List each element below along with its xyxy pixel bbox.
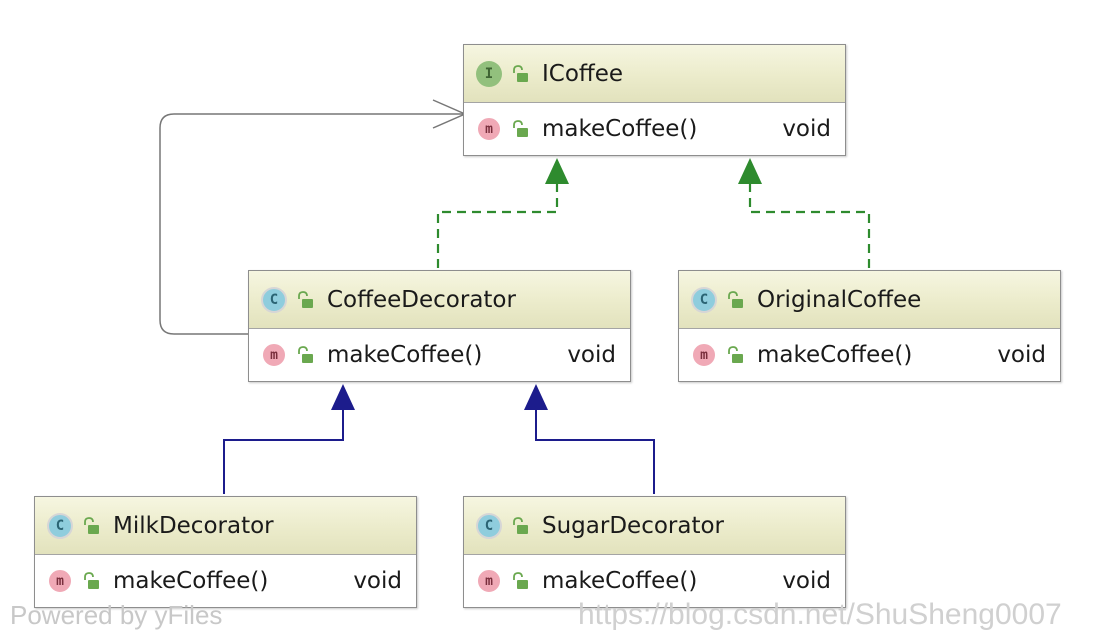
- sugardecorator-method-return-type: void: [782, 568, 831, 594]
- powered-by-watermark: Powered by yFiles: [10, 600, 223, 630]
- class-badge-icon: C: [261, 286, 287, 313]
- milkdecorator-method-row[interactable]: m makeCoffee() void: [35, 555, 416, 607]
- originalcoffee-method-row[interactable]: m makeCoffee() void: [679, 329, 1060, 381]
- realization-edge-coffeedecorator-to-icoffee: [436, 184, 559, 268]
- public-lock-icon: [298, 346, 313, 363]
- icoffee-name: ICoffee: [542, 60, 624, 87]
- method-badge-icon: m: [47, 568, 73, 594]
- sugardecorator-method-signature: makeCoffee(): [542, 568, 698, 594]
- method-badge-icon: m: [476, 116, 502, 142]
- coffeedecorator-class-node[interactable]: C CoffeeDecorator m makeCoffee() void: [248, 270, 631, 382]
- originalcoffee-method-signature: makeCoffee(): [757, 342, 913, 368]
- icoffee-method-row[interactable]: m makeCoffee() void: [464, 103, 845, 155]
- icoffee-method-return-type: void: [782, 116, 831, 142]
- public-lock-icon: [728, 290, 743, 308]
- public-lock-icon: [728, 346, 743, 363]
- association-edge-coffeedecorator-to-icoffee: [159, 113, 463, 335]
- interface-badge-icon: I: [476, 60, 502, 87]
- public-lock-icon: [84, 516, 99, 534]
- icoffee-header: I ICoffee: [464, 45, 845, 103]
- realization-edge-originalcoffee-to-icoffee: [748, 184, 871, 268]
- milkdecorator-name: MilkDecorator: [113, 512, 274, 539]
- originalcoffee-method-return-type: void: [997, 342, 1046, 368]
- class-badge-icon: C: [691, 286, 717, 313]
- sugardecorator-name: SugarDecorator: [542, 512, 725, 539]
- realization-arrowhead-left: [545, 158, 569, 184]
- milkdecorator-header: C MilkDecorator: [35, 497, 416, 555]
- originalcoffee-name: OriginalCoffee: [757, 286, 922, 313]
- method-badge-icon: m: [476, 568, 502, 594]
- inheritance-edge-sugardecorator-to-coffeedecorator: [535, 410, 655, 494]
- public-lock-icon: [513, 64, 528, 82]
- public-lock-icon: [298, 290, 313, 308]
- icoffee-method-signature: makeCoffee(): [542, 116, 698, 142]
- originalcoffee-header: C OriginalCoffee: [679, 271, 1060, 329]
- public-lock-icon: [513, 572, 528, 589]
- coffeedecorator-name: CoffeeDecorator: [327, 286, 516, 313]
- method-badge-icon: m: [261, 342, 287, 368]
- method-badge-icon: m: [691, 342, 717, 368]
- sugardecorator-header: C SugarDecorator: [464, 497, 845, 555]
- coffeedecorator-method-signature: makeCoffee(): [327, 342, 483, 368]
- inheritance-arrowhead-right: [524, 384, 548, 410]
- class-badge-icon: C: [47, 512, 73, 539]
- realization-arrowhead-right: [738, 158, 762, 184]
- milkdecorator-method-return-type: void: [353, 568, 402, 594]
- coffeedecorator-method-row[interactable]: m makeCoffee() void: [249, 329, 630, 381]
- coffeedecorator-method-return-type: void: [567, 342, 616, 368]
- public-lock-icon: [513, 120, 528, 137]
- sugardecorator-method-row[interactable]: m makeCoffee() void: [464, 555, 845, 607]
- public-lock-icon: [84, 572, 99, 589]
- inheritance-arrowhead-left: [331, 384, 355, 410]
- milkdecorator-method-signature: makeCoffee(): [113, 568, 269, 594]
- icoffee-interface-node[interactable]: I ICoffee m makeCoffee() void: [463, 44, 846, 156]
- milkdecorator-class-node[interactable]: C MilkDecorator m makeCoffee() void: [34, 496, 417, 608]
- sugardecorator-class-node[interactable]: C SugarDecorator m makeCoffee() void: [463, 496, 846, 608]
- originalcoffee-class-node[interactable]: C OriginalCoffee m makeCoffee() void: [678, 270, 1061, 382]
- inheritance-edge-milkdecorator-to-coffeedecorator: [223, 410, 344, 494]
- blog-url-watermark: https://blog.csdn.net/ShuSheng0007: [578, 598, 1062, 631]
- coffeedecorator-header: C CoffeeDecorator: [249, 271, 630, 329]
- public-lock-icon: [513, 516, 528, 534]
- class-badge-icon: C: [476, 512, 502, 539]
